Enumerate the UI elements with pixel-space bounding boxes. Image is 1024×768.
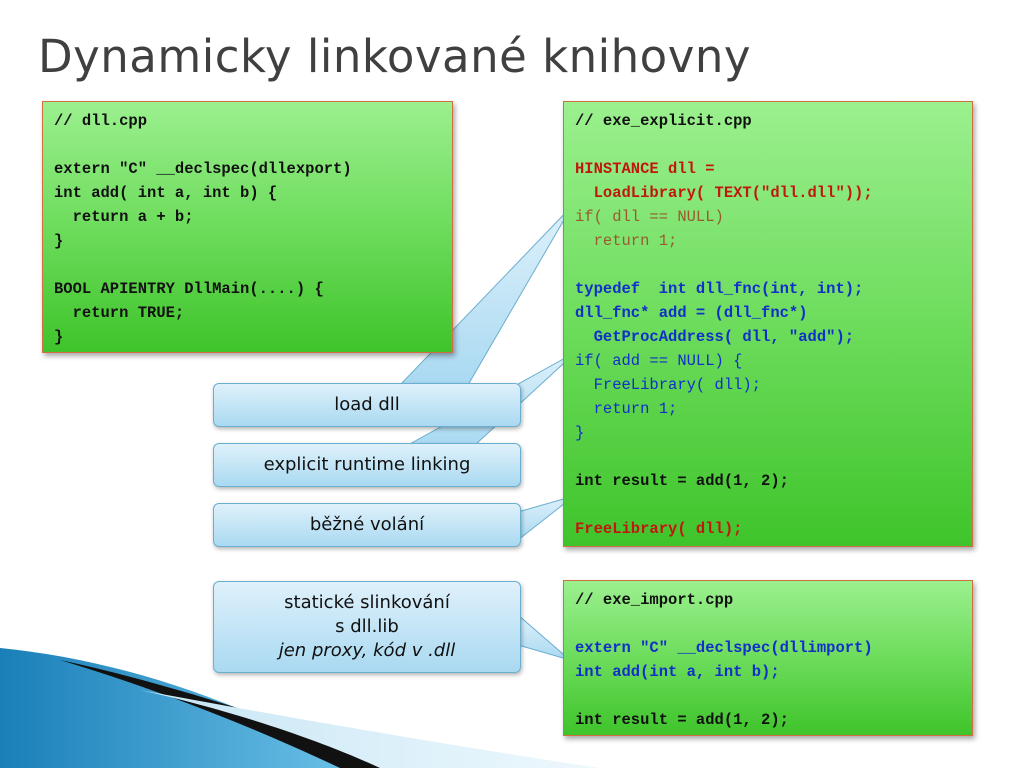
code-line: FreeLibrary( dll); [575, 520, 743, 538]
code-line: BOOL APIENTRY DllMain(....) { [54, 280, 324, 298]
slide-title: Dynamicky linkované knihovny [38, 30, 751, 83]
code-line: return 1; [575, 232, 678, 250]
code-line: GetProcAddress( dll, "add"); [575, 328, 855, 346]
callout-label: load dll [334, 394, 400, 415]
code-line: // exe_import.cpp [575, 591, 734, 609]
code-line: extern "C" __declspec(dllimport) [575, 639, 873, 657]
code-line [575, 493, 962, 517]
explicit-code-box: // exe_explicit.cpp HINSTANCE dll = Load… [563, 101, 973, 547]
code-line: return 1; [575, 400, 678, 418]
code-line: } [575, 424, 585, 442]
static-linking-callout: statické slinkování s dll.lib jen proxy,… [213, 581, 521, 673]
code-line: FreeLibrary( dll); [575, 376, 762, 394]
code-line [54, 253, 442, 277]
code-line: } [54, 232, 64, 250]
explicit-linking-callout: explicit runtime linking [213, 443, 521, 487]
code-line [575, 612, 962, 636]
code-line: // exe_explicit.cpp [575, 112, 752, 130]
code-line [575, 133, 962, 157]
dll-code-box: // dll.cpp extern "C" __declspec(dllexpo… [42, 101, 453, 353]
callout-label: běžné volání [309, 514, 425, 535]
callout-label: statické slinkování [284, 592, 450, 613]
code-line [54, 133, 442, 157]
code-line: int add( int a, int b) { [54, 184, 278, 202]
callout-label: jen proxy, kód v .dll [278, 640, 456, 661]
code-line: // dll.cpp [54, 112, 148, 130]
import-code-box: // exe_import.cpp extern "C" __declspec(… [563, 580, 973, 736]
code-line: if( dll == NULL) [575, 208, 724, 226]
code-line: } [54, 328, 64, 346]
code-line [575, 445, 962, 469]
code-line: if( add == NULL) { [575, 352, 743, 370]
callout-label: s dll.lib [335, 616, 399, 637]
code-line: typedef int dll_fnc(int, int); [575, 280, 864, 298]
code-line: return TRUE; [54, 304, 185, 322]
code-line [575, 684, 962, 708]
load-dll-callout: load dll [213, 383, 521, 427]
code-line: LoadLibrary( TEXT("dll.dll")); [575, 184, 873, 202]
code-line: int result = add(1, 2); [575, 472, 789, 490]
code-line: HINSTANCE dll = [575, 160, 715, 178]
normal-call-callout: běžné volání [213, 503, 521, 547]
code-line: int add(int a, int b); [575, 663, 780, 681]
code-line: dll_fnc* add = (dll_fnc*) [575, 304, 808, 322]
code-line [575, 253, 962, 277]
code-line: return a + b; [54, 208, 194, 226]
code-line: extern "C" __declspec(dllexport) [54, 160, 352, 178]
callout-label: explicit runtime linking [263, 454, 471, 475]
code-line: int result = add(1, 2); [575, 711, 789, 729]
